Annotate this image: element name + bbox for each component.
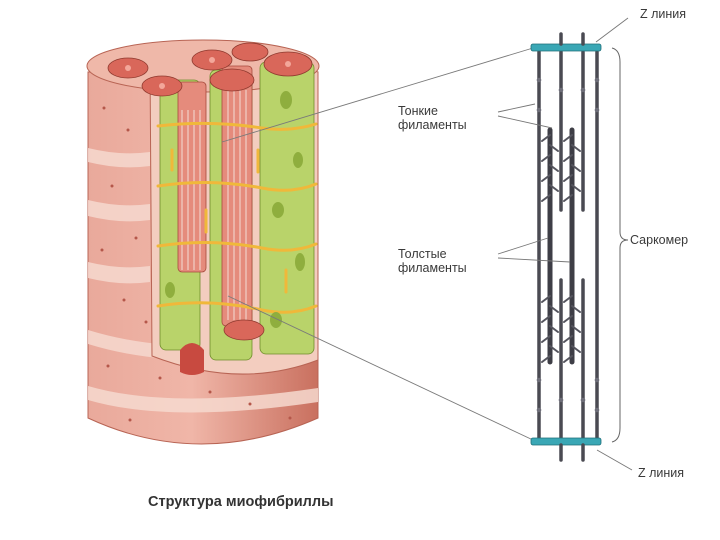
thick-filaments-label: Толстые филаменты xyxy=(398,247,467,275)
z-line-top-label: Z линия xyxy=(640,7,686,21)
sarcomere-text: Саркомер xyxy=(630,233,689,247)
sarcomere-diagram xyxy=(530,32,629,462)
thin-filaments-line2: филаменты xyxy=(398,118,467,132)
z-line-bottom-text: Z линия xyxy=(638,466,685,480)
z-line-top-text: Z линия xyxy=(640,7,687,21)
muscle-fiber-cylinder xyxy=(86,39,320,445)
thick-filaments xyxy=(547,127,575,365)
thin-filaments xyxy=(537,50,599,442)
z-disc-bottom xyxy=(530,437,602,446)
figure-caption: Структура миофибриллы xyxy=(148,494,334,510)
thick-filaments-line1: Толстые xyxy=(398,247,447,261)
thick-filaments-line2: филаменты xyxy=(398,261,467,275)
sarcomere-brace xyxy=(611,47,629,443)
connector-lines xyxy=(221,47,534,441)
thin-filaments-label: Тонкие филаменты xyxy=(398,104,467,132)
sarcomere-label: Саркомер xyxy=(630,233,688,247)
z-line-bottom-label: Z линия xyxy=(638,466,684,480)
thin-filaments-line1: Тонкие xyxy=(398,104,438,118)
z-disc-top xyxy=(530,43,602,52)
leader-lines xyxy=(497,17,633,471)
